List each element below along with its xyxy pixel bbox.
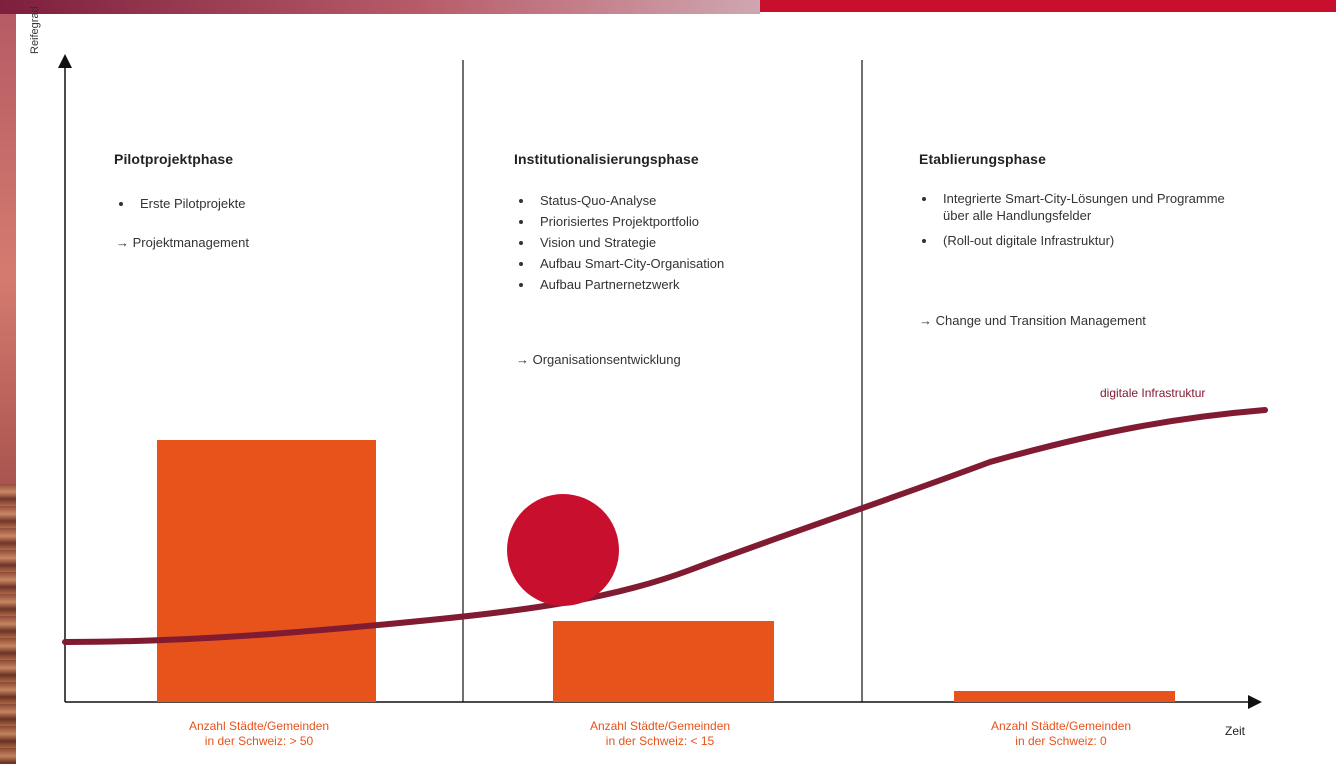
digital-infrastructure-curve [62, 407, 1268, 645]
phase-title-establishment: Etablierungsphase [919, 151, 1046, 167]
count-line: in der Schweiz: < 15 [605, 734, 715, 748]
phase-bullets-establishment: Integrierte Smart-City-Lösungen und Prog… [919, 190, 1237, 249]
phase-title-pilot: Pilotprojektphase [114, 151, 234, 167]
phase-bullet: Vision und Strategie [534, 232, 844, 253]
phase-bullet: Aufbau Partnernetzwerk [534, 274, 844, 295]
pilot-phase-bar [157, 440, 376, 702]
phase-bullet: Erste Pilotprojekte [134, 193, 354, 214]
phase-bullet: Priorisiertes Projektportfolio [534, 211, 844, 232]
count-line: in der Schweiz: 0 [1015, 734, 1107, 748]
count-line: Anzahl Städte/Gemeinden [990, 719, 1132, 733]
left-photo-strip [0, 14, 16, 764]
phase-arrow-text-pilot: → Projektmanagement [116, 235, 249, 250]
count-line: Anzahl Städte/Gemeinden [188, 719, 330, 733]
x-axis-label: Zeit [1225, 724, 1246, 738]
y-axis-label: Reifegrad [29, 6, 41, 54]
phase-title-institutionalization: Institutionalisierungsphase [514, 151, 699, 167]
establishment-phase-bar [954, 691, 1175, 702]
institutionalization-phase-bar [553, 621, 774, 702]
phase-arrow-text-establishment: → Change und Transition Management [919, 313, 1146, 328]
establishment-count-label: Anzahl Städte/Gemeinden in der Schweiz: … [966, 719, 1156, 749]
top-red-bar [760, 0, 1336, 12]
institutionalization-count-label: Anzahl Städte/Gemeinden in der Schweiz: … [565, 719, 755, 749]
phase-bullet: Status-Quo-Analyse [534, 190, 844, 211]
phase-arrow-text-institutionalization: → Organisationsentwicklung [516, 352, 681, 367]
count-line: in der Schweiz: > 50 [204, 734, 314, 748]
phase-bullets-pilot: Erste Pilotprojekte [116, 193, 354, 214]
top-gradient-bar [0, 0, 760, 14]
pilot-count-label: Anzahl Städte/Gemeinden in der Schweiz: … [164, 719, 354, 749]
count-line: Anzahl Städte/Gemeinden [589, 719, 731, 733]
digital-infrastructure-label: digitale Infrastruktur [1100, 386, 1206, 400]
phase-bullets-institutionalization: Status-Quo-Analyse Priorisiertes Projekt… [516, 190, 844, 295]
phase-bullet: (Roll-out digitale Infrastruktur) [937, 232, 1237, 249]
red-circle-icon [507, 494, 619, 606]
phase-bullet: Integrierte Smart-City-Lösungen und Prog… [937, 190, 1237, 224]
phase-bullet: Aufbau Smart-City-Organisation [534, 253, 844, 274]
